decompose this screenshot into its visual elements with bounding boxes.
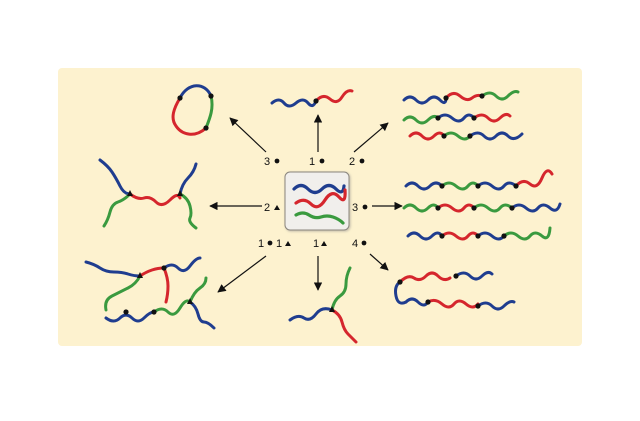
- junction-dot: [441, 133, 447, 139]
- product-linear-diblock: [270, 89, 354, 108]
- junction-dot: [475, 233, 481, 239]
- junction-dot: [501, 233, 507, 239]
- junction-dot: [397, 279, 403, 285]
- product-three-arm-star: [288, 266, 358, 344]
- junction-dot: [439, 183, 445, 189]
- junction-dot: [177, 95, 183, 101]
- junction-dot: [471, 115, 477, 121]
- junction-dot: [439, 233, 445, 239]
- product-folded-chains: [394, 270, 516, 311]
- label-top-symbol: [319, 158, 325, 164]
- product-ring: [171, 84, 214, 136]
- label-bottom-left-a: 1: [258, 238, 264, 250]
- label-top-left: 3: [264, 156, 270, 168]
- product-network: [84, 256, 216, 330]
- junction-dot: [123, 309, 129, 315]
- junction-dot: [161, 265, 167, 271]
- arrow-bottom-left: [217, 255, 267, 293]
- arrow-bottom-right: [369, 253, 389, 271]
- arrow-top-left: [229, 117, 267, 153]
- junction-dot: [425, 299, 431, 305]
- junction-dot: [471, 205, 477, 211]
- junction-triangle: [177, 190, 183, 196]
- label-bottom: 1: [313, 238, 319, 250]
- label-right: 3: [352, 202, 358, 214]
- label-top: 1: [309, 156, 315, 168]
- label-bottom-left-b-symbol: [285, 241, 291, 246]
- junction-dot: [479, 93, 485, 99]
- label-bottom-left-a-symbol: [267, 240, 273, 246]
- junction-dot: [513, 183, 519, 189]
- junction-dot: [435, 115, 441, 121]
- arrow-top-right: [353, 122, 389, 153]
- junction-dot: [443, 95, 449, 101]
- label-bottom-symbol: [321, 241, 327, 246]
- label-left: 2: [264, 202, 270, 214]
- label-bottom-right-symbol: [361, 240, 367, 246]
- center-component-box: [284, 171, 350, 231]
- label-top-left-symbol: [274, 158, 280, 164]
- junction-dot: [453, 273, 459, 279]
- junction-dot: [475, 303, 481, 309]
- center-green-strand: [294, 211, 345, 225]
- junction-dot: [435, 205, 441, 211]
- product-triblock-set: [402, 90, 524, 141]
- arrow-labels: 3 1 2 2 3 1 1 1 4: [258, 156, 368, 250]
- label-right-symbol: [362, 204, 368, 210]
- junction-dot: [475, 183, 481, 189]
- label-top-right-symbol: [359, 158, 365, 164]
- junction-dot: [151, 309, 157, 315]
- product-h-branched: [98, 158, 198, 230]
- junction-dot: [208, 93, 214, 99]
- label-bottom-left-b: 1: [276, 238, 282, 250]
- junction-dot: [313, 98, 319, 104]
- junction-dot: [509, 205, 515, 211]
- junction-dot: [203, 125, 209, 131]
- product-long-triblock-set: [402, 169, 562, 241]
- reaction-arrows: [209, 114, 403, 293]
- center-red-strand: [294, 188, 347, 209]
- center-blue-strand: [292, 183, 346, 195]
- label-bottom-right: 4: [352, 238, 358, 250]
- label-top-right: 2: [349, 156, 355, 168]
- junction-triangle: [127, 190, 133, 196]
- junction-dot: [467, 133, 473, 139]
- label-left-symbol: [274, 205, 280, 210]
